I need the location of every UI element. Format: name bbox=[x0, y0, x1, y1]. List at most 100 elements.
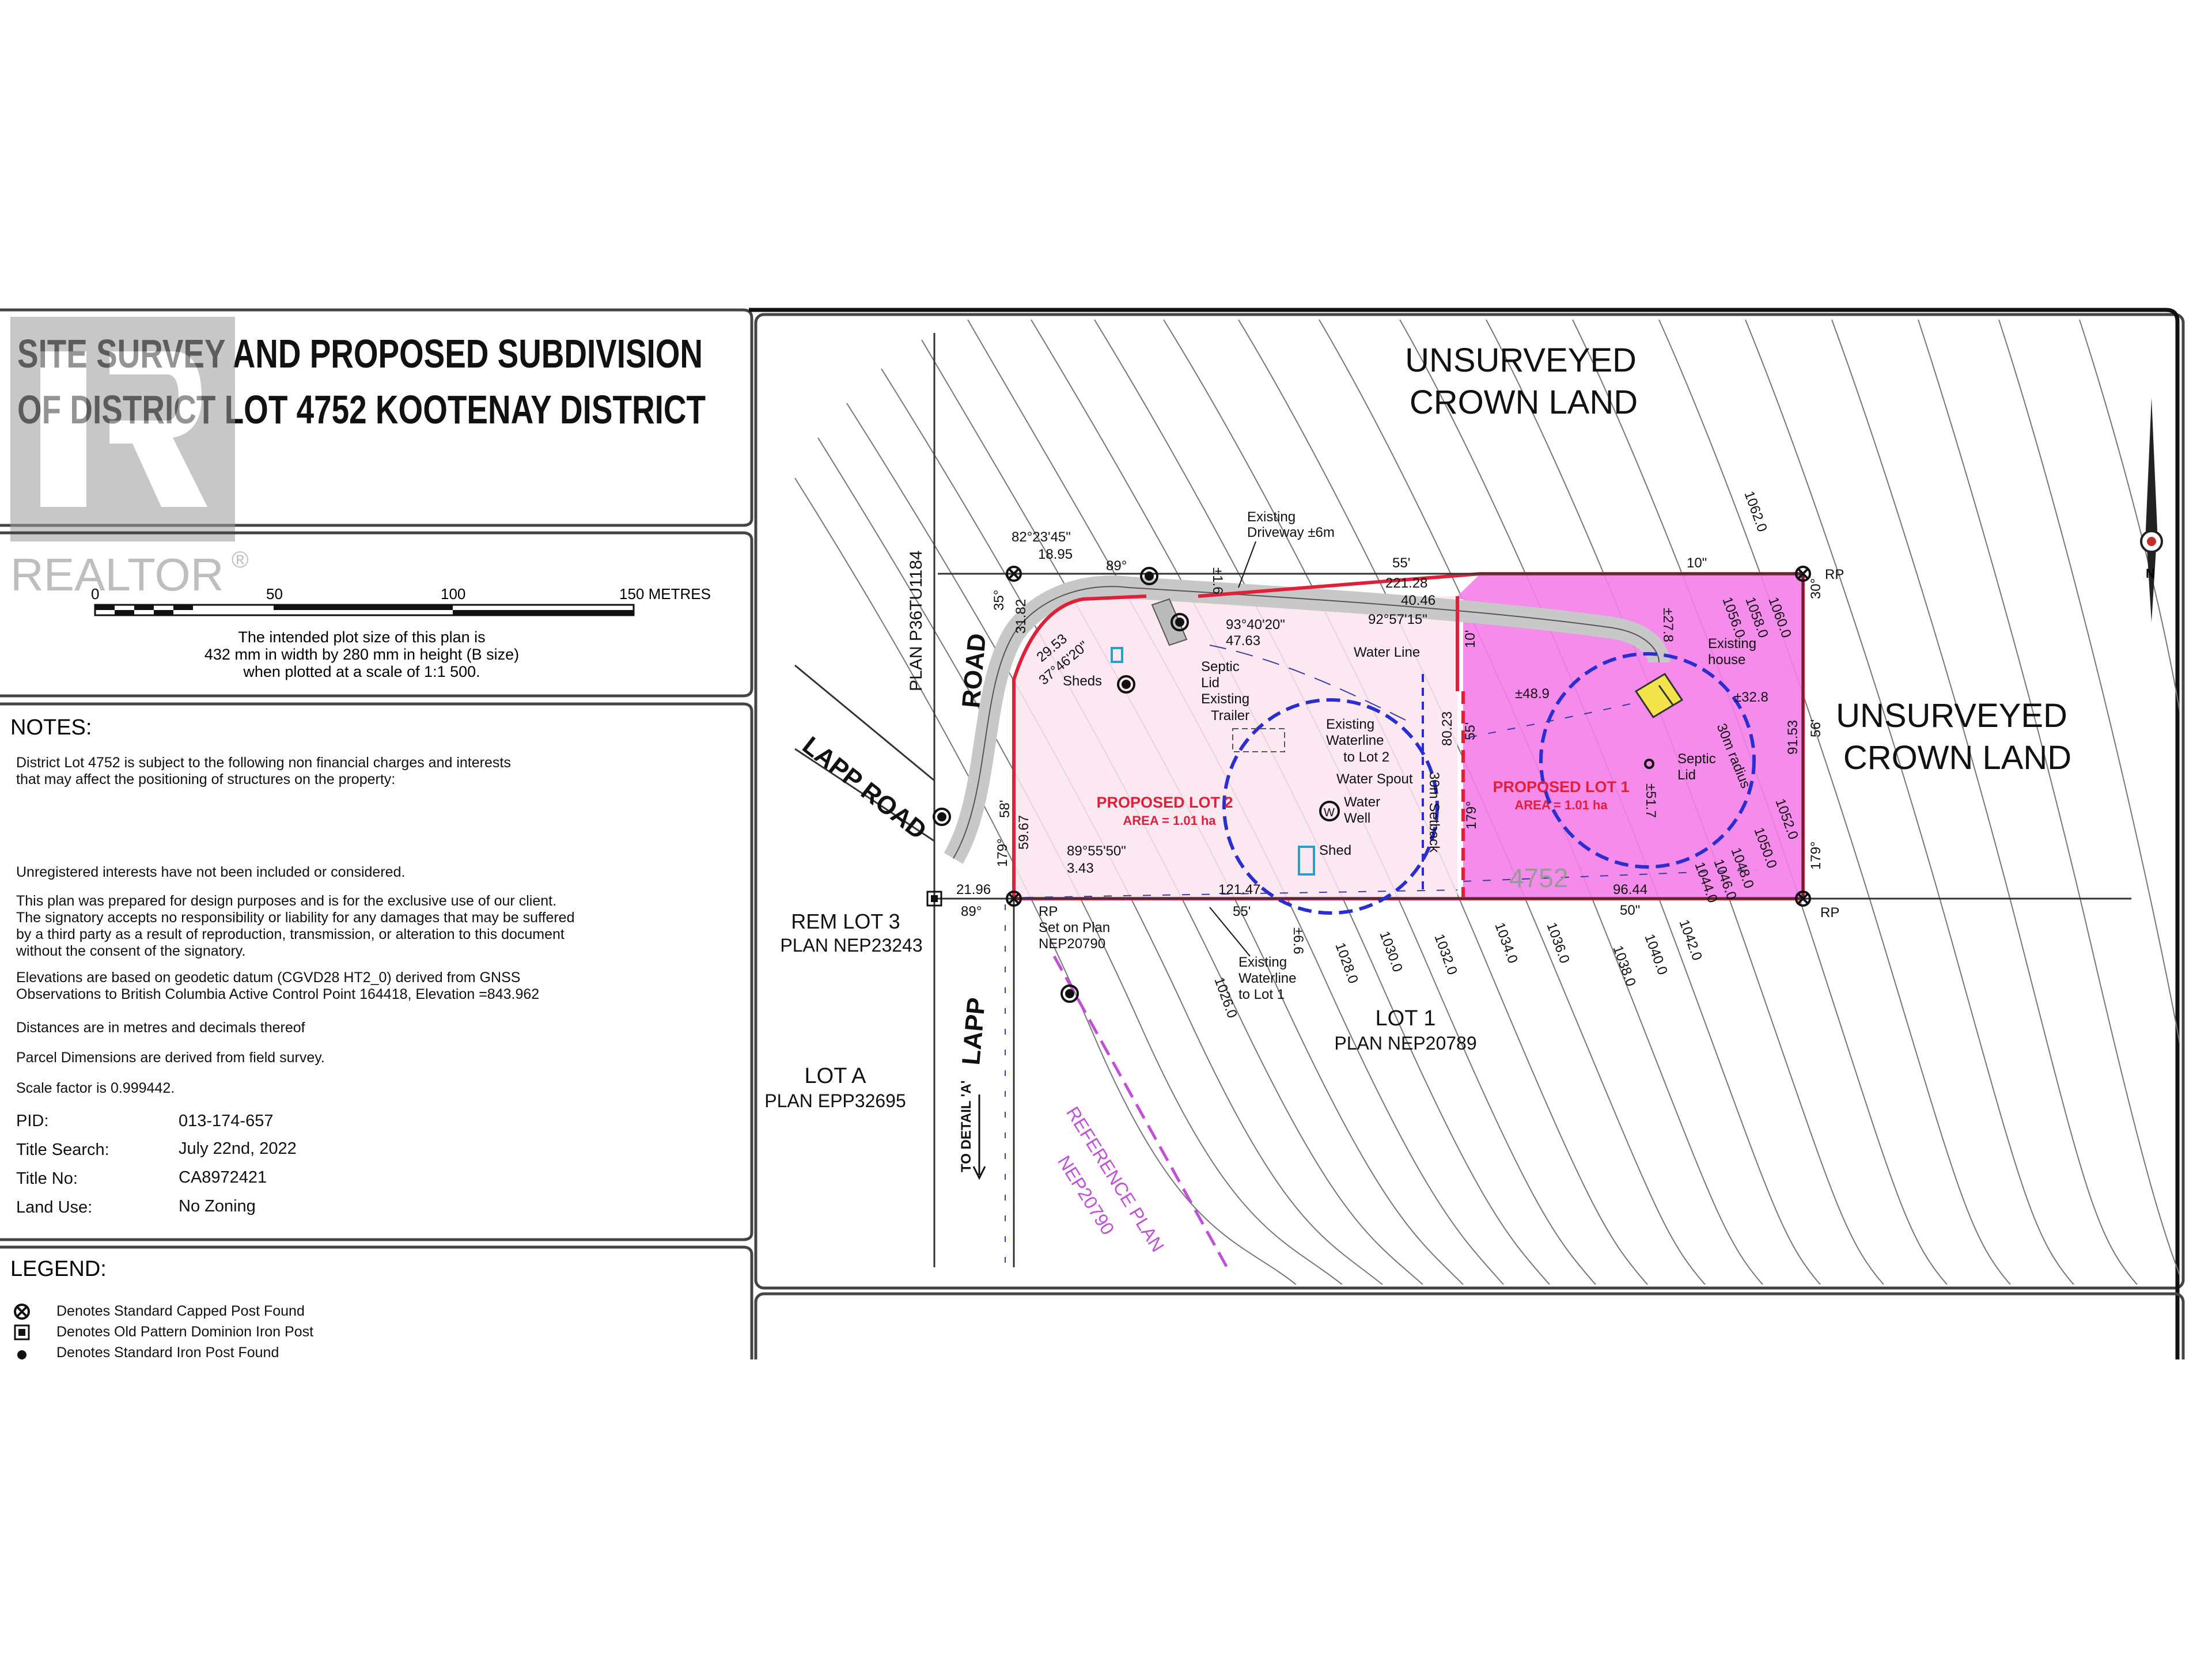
to-detail-arrow bbox=[972, 1094, 986, 1180]
crown-land-top-2: CROWN LAND bbox=[1410, 384, 1638, 421]
label-rp-set-3: NEP20790 bbox=[1039, 936, 1105, 952]
label-deg89-top: 89° bbox=[1106, 558, 1127, 574]
label-existing-wl1-3: to Lot 1 bbox=[1238, 987, 1285, 1002]
crown-land-right-2: CROWN LAND bbox=[1843, 739, 2071, 777]
contour-1032: 1032.0 bbox=[1431, 932, 1460, 977]
title-no-label: Title No: bbox=[16, 1169, 78, 1188]
label-bearing-82: 82°23'45" bbox=[1012, 529, 1071, 545]
label-dist-2196: 21.96 bbox=[956, 882, 991, 897]
label-dist-3182: 31.82 bbox=[1013, 599, 1029, 634]
label-deg35: 35° bbox=[991, 590, 1007, 611]
note-p1: District Lot 4752 is subject to the foll… bbox=[16, 755, 511, 787]
notes-heading: NOTES: bbox=[10, 715, 92, 740]
lot-2-title: PROPOSED LOT 2 bbox=[1096, 794, 1233, 811]
legend-item-2: Denotes Old Pattern Dominion Iron Post bbox=[56, 1324, 314, 1340]
label-pm489: ±48.9 bbox=[1515, 686, 1550, 702]
notes-panel bbox=[0, 702, 753, 1241]
legend-item-3: Denotes Standard Iron Post Found bbox=[56, 1344, 279, 1358]
note-p4: Elevations are based on geodetic datum (… bbox=[16, 969, 540, 1002]
label-rp-top: RP bbox=[1825, 567, 1844, 582]
label-deg179-mid: 179° bbox=[1464, 801, 1479, 830]
standard-post-symbol bbox=[17, 1350, 26, 1359]
realtor-reg: ® bbox=[232, 547, 248, 573]
label-shed: Shed bbox=[1319, 843, 1351, 858]
pid-label: PID: bbox=[16, 1112, 49, 1130]
lot-1-existing-plan: PLAN NEP20789 bbox=[1334, 1033, 1476, 1054]
title-panel bbox=[0, 308, 753, 527]
district-lot-number: 4752 bbox=[1509, 863, 1568, 893]
north-arrow: N bbox=[2140, 397, 2163, 622]
realtor-logo: REALTOR ® bbox=[10, 317, 248, 600]
label-deg58: 58' bbox=[997, 800, 1013, 818]
scale-panel bbox=[0, 531, 753, 698]
label-pm16: ±1.6 bbox=[1210, 567, 1225, 594]
rem-lot-3-plan: PLAN NEP23243 bbox=[780, 935, 922, 956]
label-pm66: ±6.6 bbox=[1290, 927, 1306, 955]
contour-1040: 1040.0 bbox=[1641, 932, 1670, 977]
label-bearing-89: 89°55'50" bbox=[1067, 843, 1126, 859]
label-rp-set-1: RP bbox=[1039, 904, 1058, 919]
lot-1-area: AREA = 1.01 ha bbox=[1514, 798, 1608, 812]
contour-1030: 1030.0 bbox=[1376, 929, 1405, 974]
scale-tick-0: 0 bbox=[91, 585, 99, 603]
label-existing-wl1-1: Existing bbox=[1238, 955, 1287, 970]
to-detail-a: TO DETAIL 'A' bbox=[959, 1081, 974, 1172]
label-existing-wl-1: Existing bbox=[1326, 717, 1374, 732]
label-setback-30: 30m Setback bbox=[1426, 772, 1442, 853]
scale-tick-100: 100 bbox=[441, 585, 465, 603]
label-deg10-mid: 10' bbox=[1463, 630, 1478, 648]
note-p3: This plan was prepared for design purpos… bbox=[16, 893, 575, 959]
rem-lot-3: REM LOT 3 bbox=[791, 910, 900, 933]
label-dist-1895: 18.95 bbox=[1038, 547, 1073, 562]
realtor-word: REALTOR bbox=[10, 549, 224, 600]
label-existing-wl1-2: Waterline bbox=[1238, 971, 1296, 986]
contour-1038: 1038.0 bbox=[1609, 944, 1638, 988]
contour-1026: 1026.0 bbox=[1211, 975, 1240, 1020]
contour-1034: 1034.0 bbox=[1491, 921, 1520, 965]
note-p2: Unregistered interests have not been inc… bbox=[16, 864, 406, 880]
label-septic-lid-b-1: Septic bbox=[1677, 751, 1716, 767]
label-sheds: Sheds bbox=[1063, 673, 1102, 689]
label-rp-set-2: Set on Plan bbox=[1039, 920, 1110, 935]
label-water-spout: Water Spout bbox=[1336, 771, 1413, 787]
proposed-lot-1-area bbox=[1457, 574, 1803, 899]
label-water-line: Water Line bbox=[1354, 645, 1420, 660]
plot-note-3: when plotted at a scale of 1:1 500. bbox=[243, 663, 480, 680]
label-dist-12147: 121.47 bbox=[1218, 882, 1260, 897]
label-deg179-right: 179° bbox=[1808, 841, 1824, 870]
reference-plan-line bbox=[1052, 955, 1229, 1268]
label-water-well-1: Water bbox=[1344, 794, 1380, 810]
label-dist-4763: 47.63 bbox=[1226, 633, 1260, 649]
map-content: UNSURVEYED CROWN LAND UNSURVEYED CROWN L… bbox=[764, 319, 2179, 1285]
label-septic-lid-a-2: Lid bbox=[1201, 675, 1219, 691]
land-use-label: Land Use: bbox=[16, 1198, 93, 1217]
note-p6: Parcel Dimensions are derived from field… bbox=[16, 1050, 325, 1066]
plot-note-2: 432 mm in width by 280 mm in height (B s… bbox=[204, 646, 519, 663]
label-pm517: ±51.7 bbox=[1643, 783, 1658, 818]
land-use-value: No Zoning bbox=[179, 1197, 256, 1215]
title-no-value: CA8972421 bbox=[179, 1168, 267, 1187]
label-existing-trailer-2: Trailer bbox=[1211, 708, 1249, 724]
proposed-lot-2-area bbox=[1014, 596, 1457, 899]
title-search-label: Title Search: bbox=[16, 1141, 109, 1159]
crown-land-right-1: UNSURVEYED bbox=[1836, 697, 2067, 734]
sheet-outer-border bbox=[749, 308, 2180, 1359]
shed-lot2 bbox=[1298, 846, 1315, 876]
label-dist-22128: 221.28 bbox=[1385, 575, 1427, 591]
scale-tick-50: 50 bbox=[266, 585, 283, 603]
driveway-leader bbox=[1238, 541, 1256, 588]
label-pm278: ±27.8 bbox=[1660, 608, 1676, 642]
iron-post-symbol bbox=[14, 1324, 30, 1340]
legend-item-1: Denotes Standard Capped Post Found bbox=[56, 1303, 305, 1319]
label-pm328: ±32.8 bbox=[1734, 690, 1768, 705]
pid-value: 013-174-657 bbox=[179, 1112, 274, 1130]
label-water-well-2: Well bbox=[1344, 810, 1370, 826]
label-deg56: 56' bbox=[1808, 719, 1824, 737]
water-line-path bbox=[1209, 645, 1406, 721]
contour-1062: 1062.0 bbox=[1741, 489, 1770, 534]
label-deg30: 30° bbox=[1808, 578, 1824, 599]
lot-1-30m-radius bbox=[1539, 652, 1756, 869]
label-dist-8023: 80.23 bbox=[1440, 711, 1455, 746]
capped-post-symbol bbox=[14, 1304, 30, 1320]
note-p5: Distances are in metres and decimals the… bbox=[16, 1020, 305, 1036]
